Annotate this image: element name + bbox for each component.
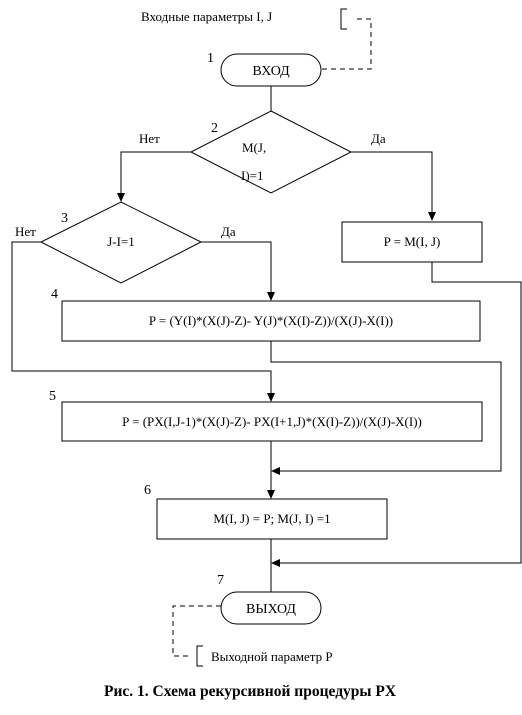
calc-y-label: P = (Y(I)*(X(J)-Z)- Y(J)*(X(I)-Z))/(X(J)… [149, 313, 393, 328]
block-4-number: 4 [51, 287, 58, 302]
block-2-number: 2 [211, 121, 218, 136]
figure-caption: Рис. 1. Схема рекурсивной процедуры PX [104, 683, 397, 700]
decision-m-yes-label: Да [371, 131, 386, 146]
end-terminal [220, 591, 322, 625]
decision-m-label-line1: M(J, [242, 140, 266, 155]
arrowhead [428, 212, 436, 221]
flow-decision-m-no [120, 151, 191, 194]
flow-calc-y-to-store [270, 341, 502, 472]
block-5-number: 5 [49, 389, 56, 404]
block-7-number: 7 [217, 573, 224, 588]
input-annotation-bracket [340, 8, 347, 30]
block-6-number: 6 [144, 483, 151, 498]
arrowhead [267, 292, 275, 301]
arrowhead [267, 490, 275, 499]
output-annotation: Выходной параметр P [211, 649, 333, 664]
decision-ji-yes-label: Да [221, 224, 236, 239]
input-annotation: Входные параметры I, J [141, 9, 272, 24]
arrowhead [267, 393, 275, 402]
assign-m-box [341, 221, 483, 263]
store-label: M(I, J) = P; M(J, I) =1 [213, 511, 330, 526]
flow-decision-ji-no [11, 241, 272, 394]
arrowhead [271, 559, 280, 567]
calc-y-box [61, 300, 481, 342]
calc-px-label: P = (PX(I,J-1)*(X(J)-Z)- PX(I+1,J)*(X(I)… [122, 414, 422, 429]
store-box [156, 498, 388, 540]
flow-decision-m-yes [351, 151, 433, 213]
block-3-number: 3 [61, 211, 68, 226]
flow-decision-ji-yes [201, 241, 272, 293]
block-1-number: 1 [207, 51, 214, 66]
start-label: ВХОД [252, 64, 290, 79]
output-annotation-dashed-link [172, 605, 221, 657]
calc-px-box [61, 401, 483, 442]
output-annotation-bracket [196, 645, 203, 667]
arrowhead [271, 467, 280, 475]
decision-ji-diamond [39, 201, 203, 284]
decision-ji-label: J-I=1 [107, 234, 135, 249]
decision-m-diamond [189, 110, 353, 194]
decision-ji-no-label: Нет [15, 224, 36, 239]
arrowhead [117, 193, 125, 202]
decision-m-label-line2: I)=1 [241, 168, 264, 183]
end-label: ВЫХОД [246, 602, 296, 617]
decision-m-no-label: Нет [139, 131, 160, 146]
flow-assign-to-exit [279, 262, 522, 564]
assign-m-label: P = M(I, J) [384, 234, 441, 249]
input-annotation-dashed-link [321, 18, 372, 70]
